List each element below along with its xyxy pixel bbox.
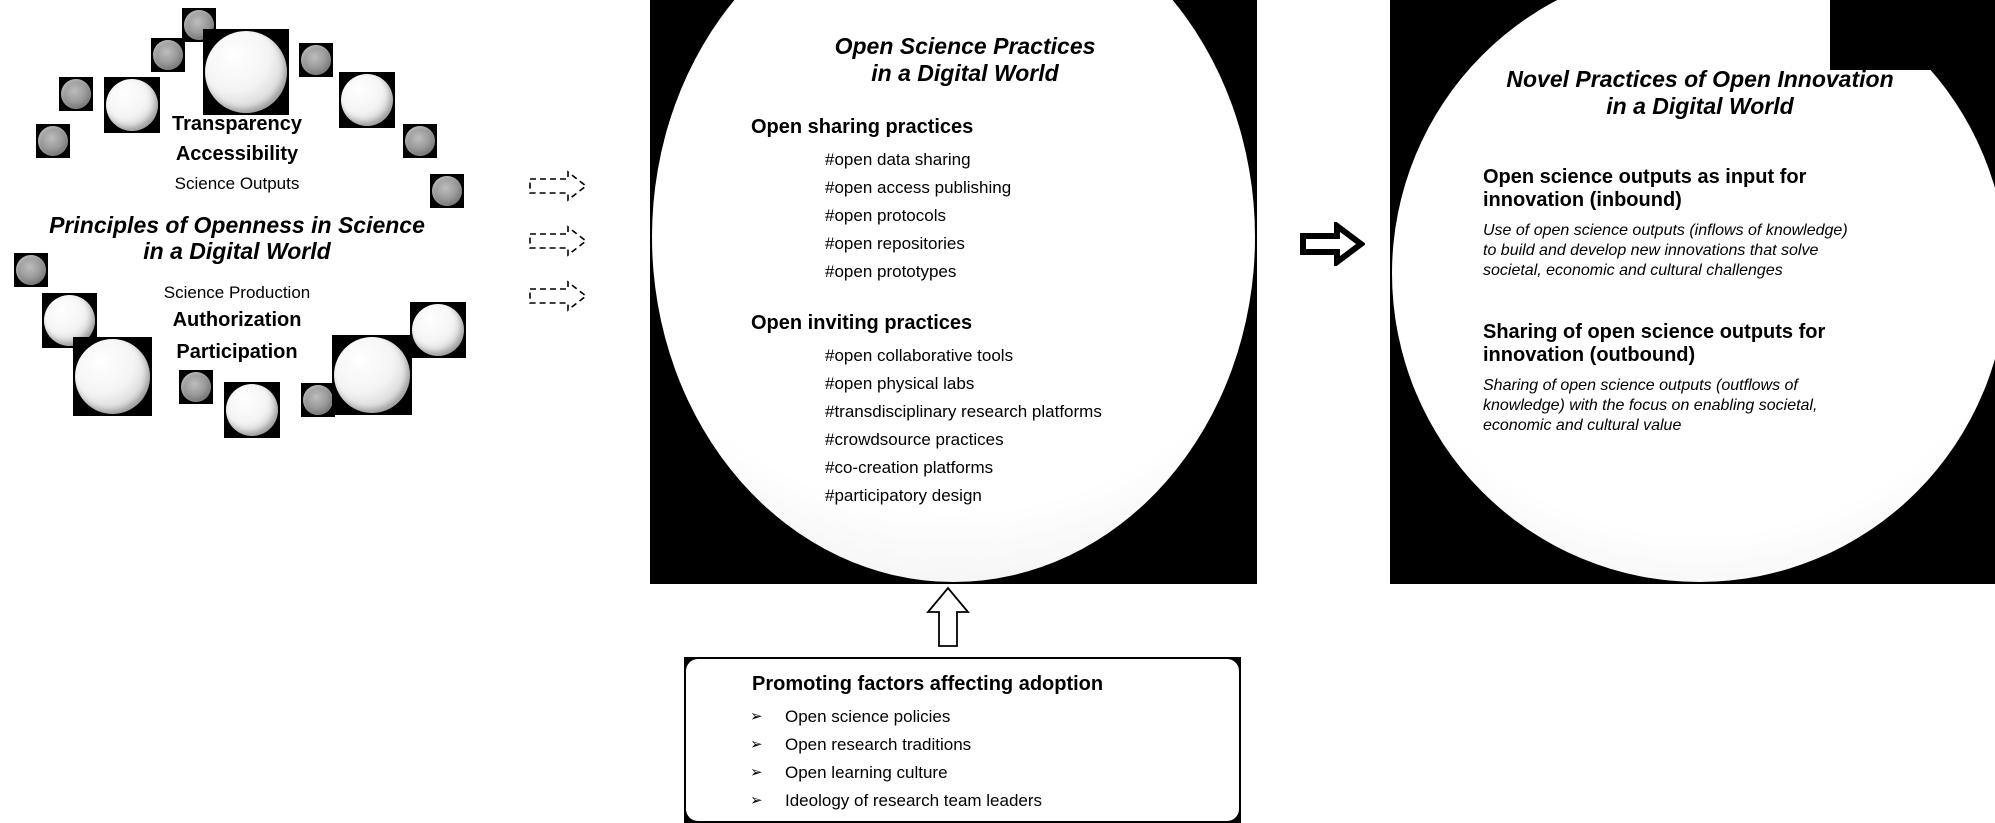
list-item: #transdisciplinary research platforms [825,402,1102,421]
arrow-bullet-icon: ➢ [750,736,763,753]
list-item: ➢Open learning culture [750,759,1042,787]
innovation-title: Novel Practices of Open Innovation in a … [1506,66,1894,119]
large-orb-icon [73,337,152,416]
small-orb-icon [430,174,464,208]
innovation-panel: Novel Practices of Open Innovation in a … [1390,0,1995,584]
promoting-factors-box: Promoting factors affecting adoption ➢Op… [684,657,1241,823]
inbound-description: Use of open science outputs (inflows of … [1483,222,1848,279]
inviting-practices-list: #open collaborative tools #open physical… [825,342,1102,510]
small-orb-icon [36,124,70,158]
list-item: #open protocols [825,206,946,225]
small-orb-icon [179,370,213,404]
dashed-arrow-icon [529,280,588,312]
list-item: #open prototypes [825,262,957,281]
inviting-practices-heading: Open inviting practices [751,312,973,334]
list-item: #co-creation platforms [825,458,994,477]
principle-accessibility: Accessibility [175,143,299,165]
dashed-arrow-icon [529,225,588,257]
small-orb-icon [299,43,333,77]
medium-orb-icon [410,302,466,358]
medium-orb-icon [339,72,395,128]
factors-list: ➢Open science policies ➢Open research tr… [750,703,1042,815]
principle-transparency: Transparency [171,113,303,135]
principle-participation: Participation [176,341,298,363]
arrow-bullet-icon: ➢ [750,792,763,809]
arrow-bullet-icon: ➢ [750,764,763,781]
list-item: #open data sharing [825,150,971,169]
list-item: ➢Ideology of research team leaders [750,787,1042,815]
list-item: #open repositories [825,234,965,253]
medium-orb-icon [224,382,280,438]
list-item: #open collaborative tools [825,346,1014,365]
sharing-practices-list: #open data sharing #open access publishi… [825,146,1011,286]
hollow-up-arrow-icon [926,586,970,647]
list-item: ➢Open science policies [750,703,1042,731]
practices-panel: Open Science Practices in a Digital Worl… [650,0,1257,584]
list-item: #open access publishing [825,178,1012,197]
small-orb-icon [403,124,437,158]
principle-authorization: Authorization [172,309,302,331]
bold-right-arrow-icon [1300,222,1365,266]
sharing-practices-heading: Open sharing practices [751,116,974,138]
list-item: ➢Open research traditions [750,731,1042,759]
dashed-arrow-icon [529,170,588,202]
principles-title: Principles of Openness in Science in a D… [49,212,425,264]
list-item: #open physical labs [825,374,975,393]
large-orb-icon [203,29,289,115]
list-item: #crowdsource practices [825,430,1004,449]
inbound-heading: Open science outputs as input for innova… [1483,166,1807,211]
science-production-label: Science Production [163,283,311,302]
small-orb-icon [14,253,48,287]
small-orb-icon [182,8,216,42]
outbound-heading: Sharing of open science outputs for inno… [1483,321,1826,366]
science-outputs-label: Science Outputs [174,174,300,193]
list-item: #participatory design [825,486,982,505]
small-orb-icon [301,383,335,417]
outbound-description: Sharing of open science outputs (outflow… [1483,377,1818,434]
large-orb-icon [332,335,412,415]
small-orb-icon [151,38,185,72]
factors-title: Promoting factors affecting adoption [752,673,1104,695]
practices-title: Open Science Practices in a Digital Worl… [834,33,1096,86]
arrow-bullet-icon: ➢ [750,708,763,725]
small-orb-icon [59,77,93,111]
medium-orb-icon [104,77,160,133]
